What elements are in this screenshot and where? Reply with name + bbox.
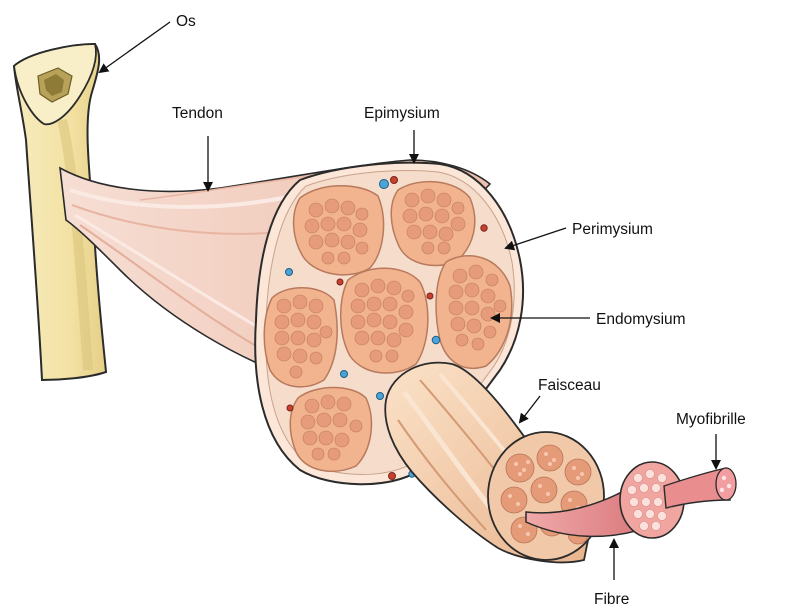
label-perimysium: Perimysium (572, 221, 653, 238)
label-myofibrille: Myofibrille (676, 411, 746, 428)
label-endomysium: Endomysium (596, 311, 686, 328)
arrow-os (100, 22, 170, 72)
label-epimysium: Epimysium (364, 105, 440, 122)
label-fibre: Fibre (594, 591, 629, 608)
label-os: Os (176, 13, 196, 30)
label-tendon: Tendon (172, 105, 223, 122)
label-faisceau: Faisceau (538, 377, 601, 394)
arrow-faisceau (520, 396, 540, 422)
